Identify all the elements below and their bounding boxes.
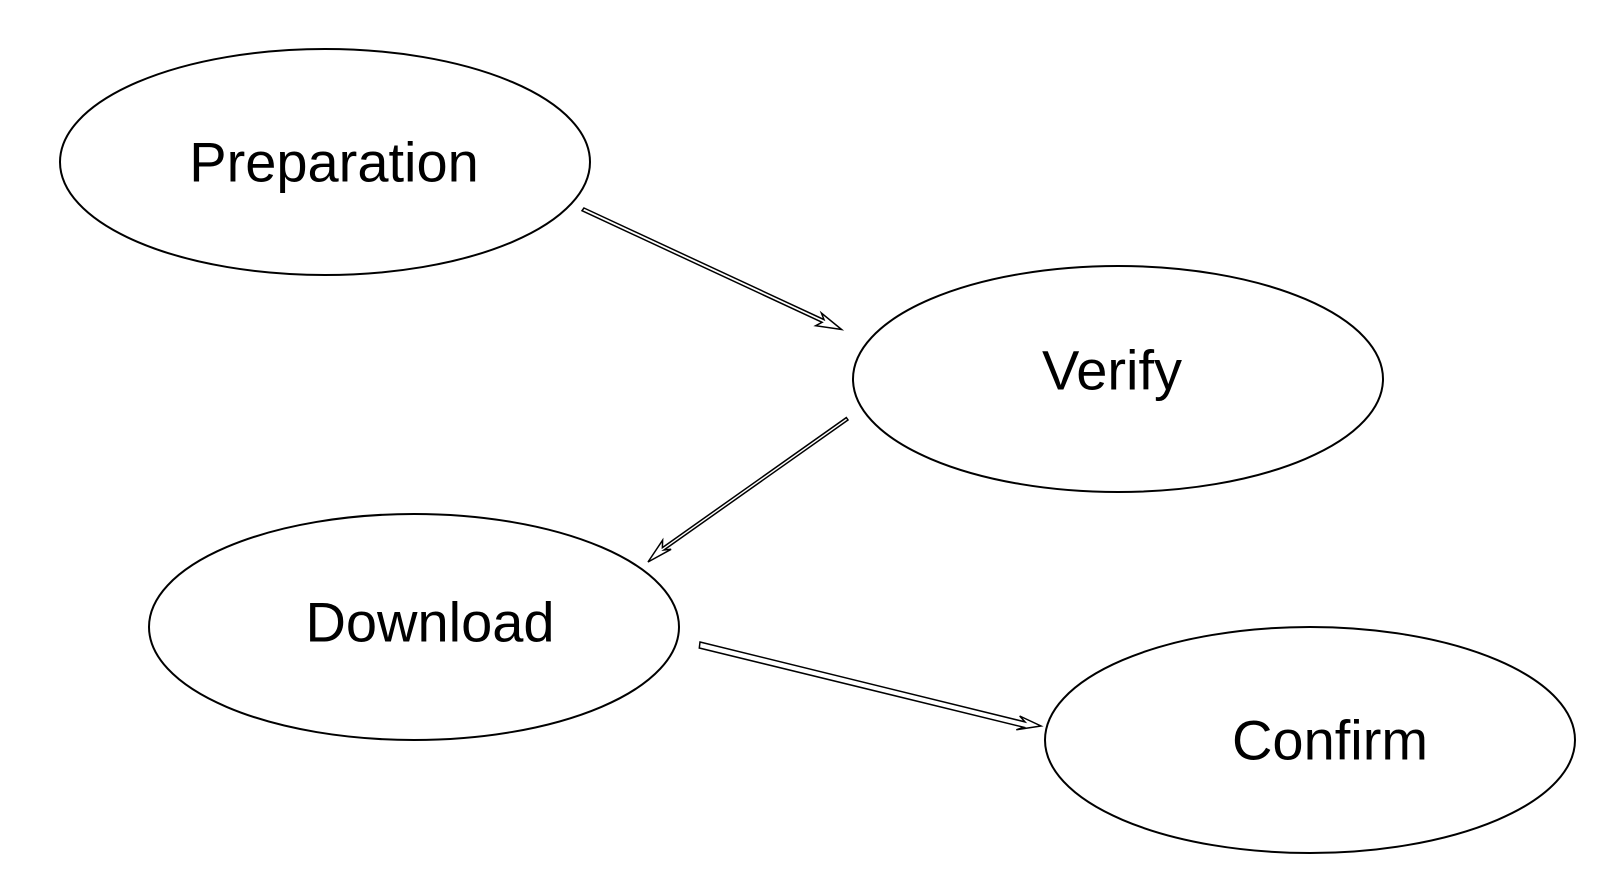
- node-download-label: Download: [305, 591, 554, 654]
- node-verify: Verify: [852, 265, 1384, 493]
- edges: [580, 207, 1044, 731]
- arrow-download-to-confirm: [698, 641, 1044, 731]
- node-verify-shape: [852, 265, 1384, 493]
- node-download: Download: [148, 513, 680, 741]
- node-confirm-label: Confirm: [1232, 709, 1428, 772]
- node-preparation-label: Preparation: [189, 131, 479, 194]
- node-verify-label: Verify: [1042, 339, 1182, 402]
- arrow-verify-to-download: [647, 416, 850, 563]
- node-preparation-shape: [59, 48, 591, 276]
- node-download-shape: [148, 513, 680, 741]
- node-confirm: Confirm: [1044, 626, 1576, 854]
- node-preparation: Preparation: [59, 48, 591, 276]
- arrow-preparation-to-verify: [580, 207, 845, 331]
- node-confirm-shape: [1044, 626, 1576, 854]
